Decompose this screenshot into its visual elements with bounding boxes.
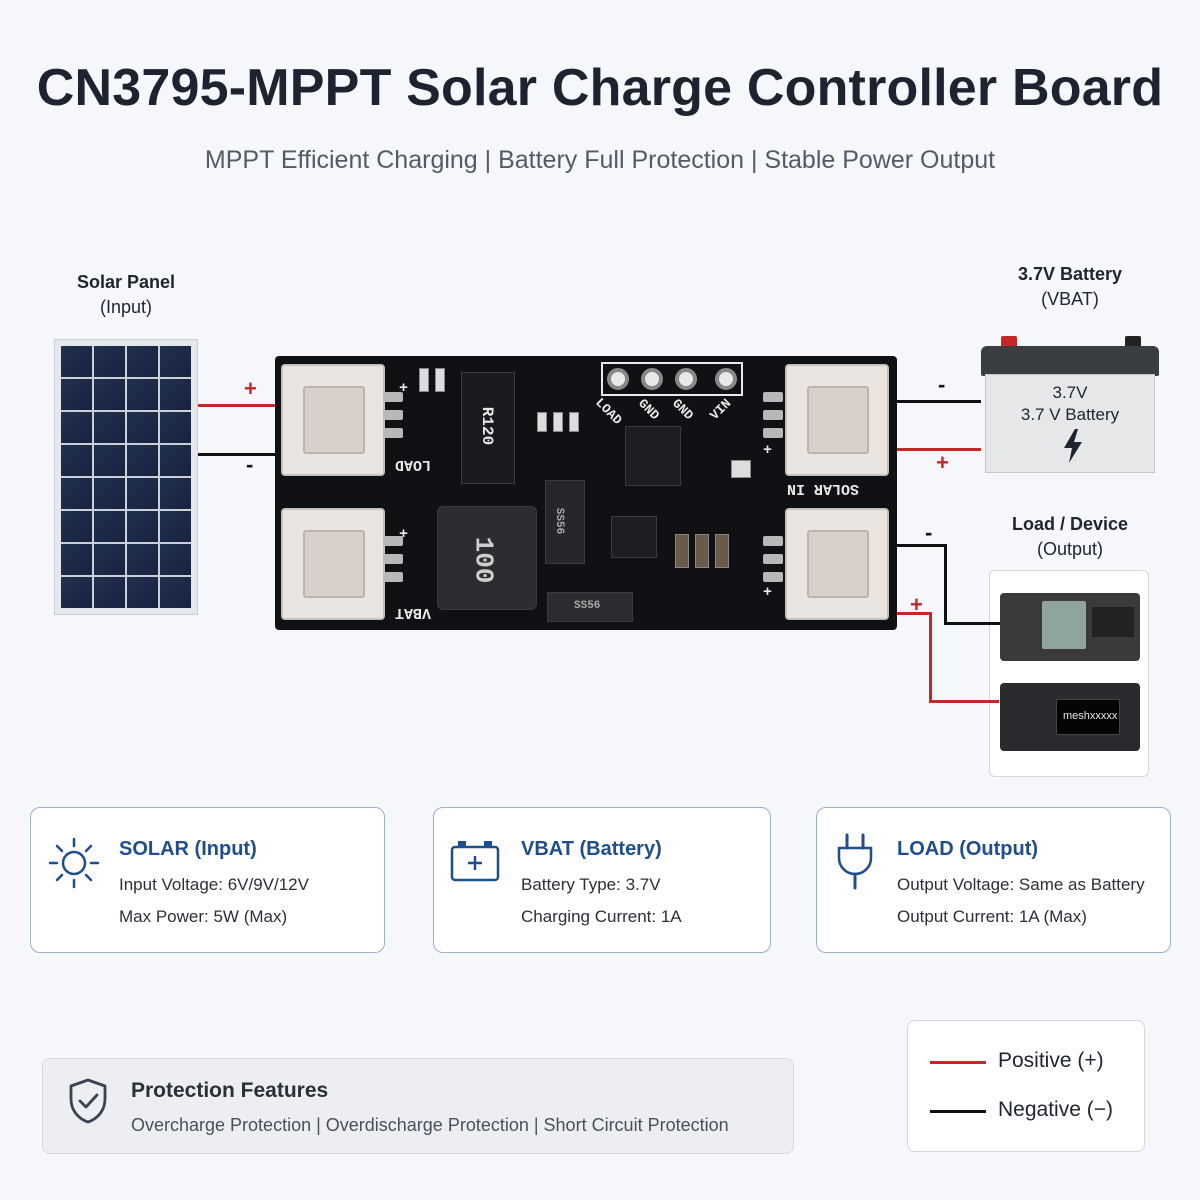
card-title: LOAD (Output) <box>897 838 1039 860</box>
connector-pins <box>383 392 403 438</box>
legend-positive-label: Positive (+) <box>998 1049 1104 1072</box>
protection-title: Protection Features <box>131 1079 329 1102</box>
page-subtitle: MPPT Efficient Charging | Battery Full P… <box>204 146 996 174</box>
silk-plus-mark: + <box>399 526 409 543</box>
silk-gnd-label: GND <box>669 395 697 424</box>
smd-component <box>537 412 547 432</box>
legend-positive-swatch <box>930 1061 986 1064</box>
protection-features-box: Protection Features Overcharge Protectio… <box>42 1058 794 1154</box>
load-negative-wire <box>897 544 947 547</box>
pad-vin <box>715 368 737 390</box>
smd-component <box>731 460 751 478</box>
protection-text: Overcharge Protection | Overdischarge Pr… <box>131 1115 729 1135</box>
silk-plus-mark: + <box>763 584 773 601</box>
smd-component <box>419 368 429 392</box>
connector-vbat <box>281 508 385 620</box>
spec-card-load: LOAD (Output) Output Voltage: Same as Ba… <box>816 807 1171 953</box>
battery-negative-wire <box>897 400 981 403</box>
capacitor <box>695 534 709 568</box>
schottky-diode: SS56 <box>545 480 585 564</box>
silk-plus-mark: + <box>763 442 773 459</box>
device-board-1 <box>1000 593 1140 661</box>
card-line: Max Power: 5W (Max) <box>119 907 288 926</box>
solar-minus-sign: - <box>246 452 254 477</box>
connector-output <box>785 508 889 620</box>
connector-pins <box>763 392 783 438</box>
sun-icon <box>48 837 100 889</box>
pad-gnd <box>641 368 663 390</box>
inductor: 100 <box>437 506 537 610</box>
battery-image: 3.7V 3.7 V Battery <box>981 336 1159 473</box>
connector-solar-in <box>785 364 889 476</box>
connector-pins <box>763 536 783 582</box>
silk-solar-in-label: SOLAR IN <box>787 480 860 497</box>
silk-vbat-label: VBAT <box>395 604 432 621</box>
load-positive-wire <box>897 612 931 615</box>
cn3795-chip <box>625 426 681 486</box>
legend-negative-label: Negative (−) <box>998 1098 1113 1121</box>
solar-plus-sign: + <box>244 376 257 401</box>
load-plus-sign: + <box>910 592 923 617</box>
solar-negative-wire <box>198 453 284 456</box>
device-board-2: meshxxxxx <box>1000 683 1140 751</box>
solar-panel-image <box>54 339 198 615</box>
pcb-board: LOAD VBAT SOLAR IN + + + + LOAD GND GND … <box>275 356 897 630</box>
lightning-icon <box>1064 429 1082 463</box>
battery-positive-terminal <box>1001 336 1017 348</box>
connector-pins <box>383 536 403 582</box>
header-pad-row <box>601 362 743 396</box>
smd-component <box>435 368 445 392</box>
battery-minus-sign: - <box>938 372 946 397</box>
pad-gnd <box>675 368 697 390</box>
card-line: Output Current: 1A (Max) <box>897 907 1087 926</box>
shield-check-icon <box>69 1078 107 1124</box>
connector-load <box>281 364 385 476</box>
current-sense-resistor: R120 <box>461 372 515 484</box>
legend-negative-swatch <box>930 1110 986 1113</box>
battery-label: 3.7V Battery (VBAT) <box>1017 264 1123 309</box>
plug-icon <box>837 833 873 890</box>
load-device-box: meshxxxxx <box>989 570 1149 777</box>
page-title: CN3795-MPPT Solar Charge Controller Boar… <box>36 59 1164 117</box>
smd-component <box>553 412 563 432</box>
wire-legend: Positive (+) Negative (−) <box>907 1020 1145 1152</box>
battery-negative-terminal <box>1125 336 1141 348</box>
battery-positive-wire <box>897 448 981 451</box>
spec-card-solar: SOLAR (Input) Input Voltage: 6V/9V/12V M… <box>30 807 385 953</box>
pad-load <box>607 368 629 390</box>
card-title: VBAT (Battery) <box>521 838 662 860</box>
card-line: Battery Type: 3.7V <box>521 875 661 894</box>
solar-panel-label: Solar Panel (Input) <box>76 272 176 317</box>
capacitor <box>715 534 729 568</box>
schottky-diode-2: SS56 <box>547 592 633 622</box>
card-title: SOLAR (Input) <box>119 838 257 860</box>
card-line: Input Voltage: 6V/9V/12V <box>119 875 309 894</box>
mosfet-chip <box>611 516 657 558</box>
spec-card-vbat: VBAT (Battery) Battery Type: 3.7V Chargi… <box>433 807 771 953</box>
silk-gnd-label: GND <box>635 395 663 424</box>
smd-component <box>569 412 579 432</box>
silk-vin-label: VIN <box>707 395 735 424</box>
load-minus-sign: - <box>925 520 933 545</box>
device-screen-text: meshxxxxx <box>1063 710 1118 722</box>
solar-positive-wire <box>198 404 284 407</box>
card-line: Output Voltage: Same as Battery <box>897 875 1145 894</box>
silk-load-pad-label: LOAD <box>592 395 625 428</box>
battery-plus-sign: + <box>936 450 949 475</box>
silk-load-label: LOAD <box>395 456 432 473</box>
capacitor <box>675 534 689 568</box>
load-label: Load / Device (Output) <box>1011 514 1129 559</box>
silk-plus-mark: + <box>399 380 409 397</box>
card-line: Charging Current: 1A <box>521 907 682 926</box>
battery-icon <box>450 841 500 882</box>
